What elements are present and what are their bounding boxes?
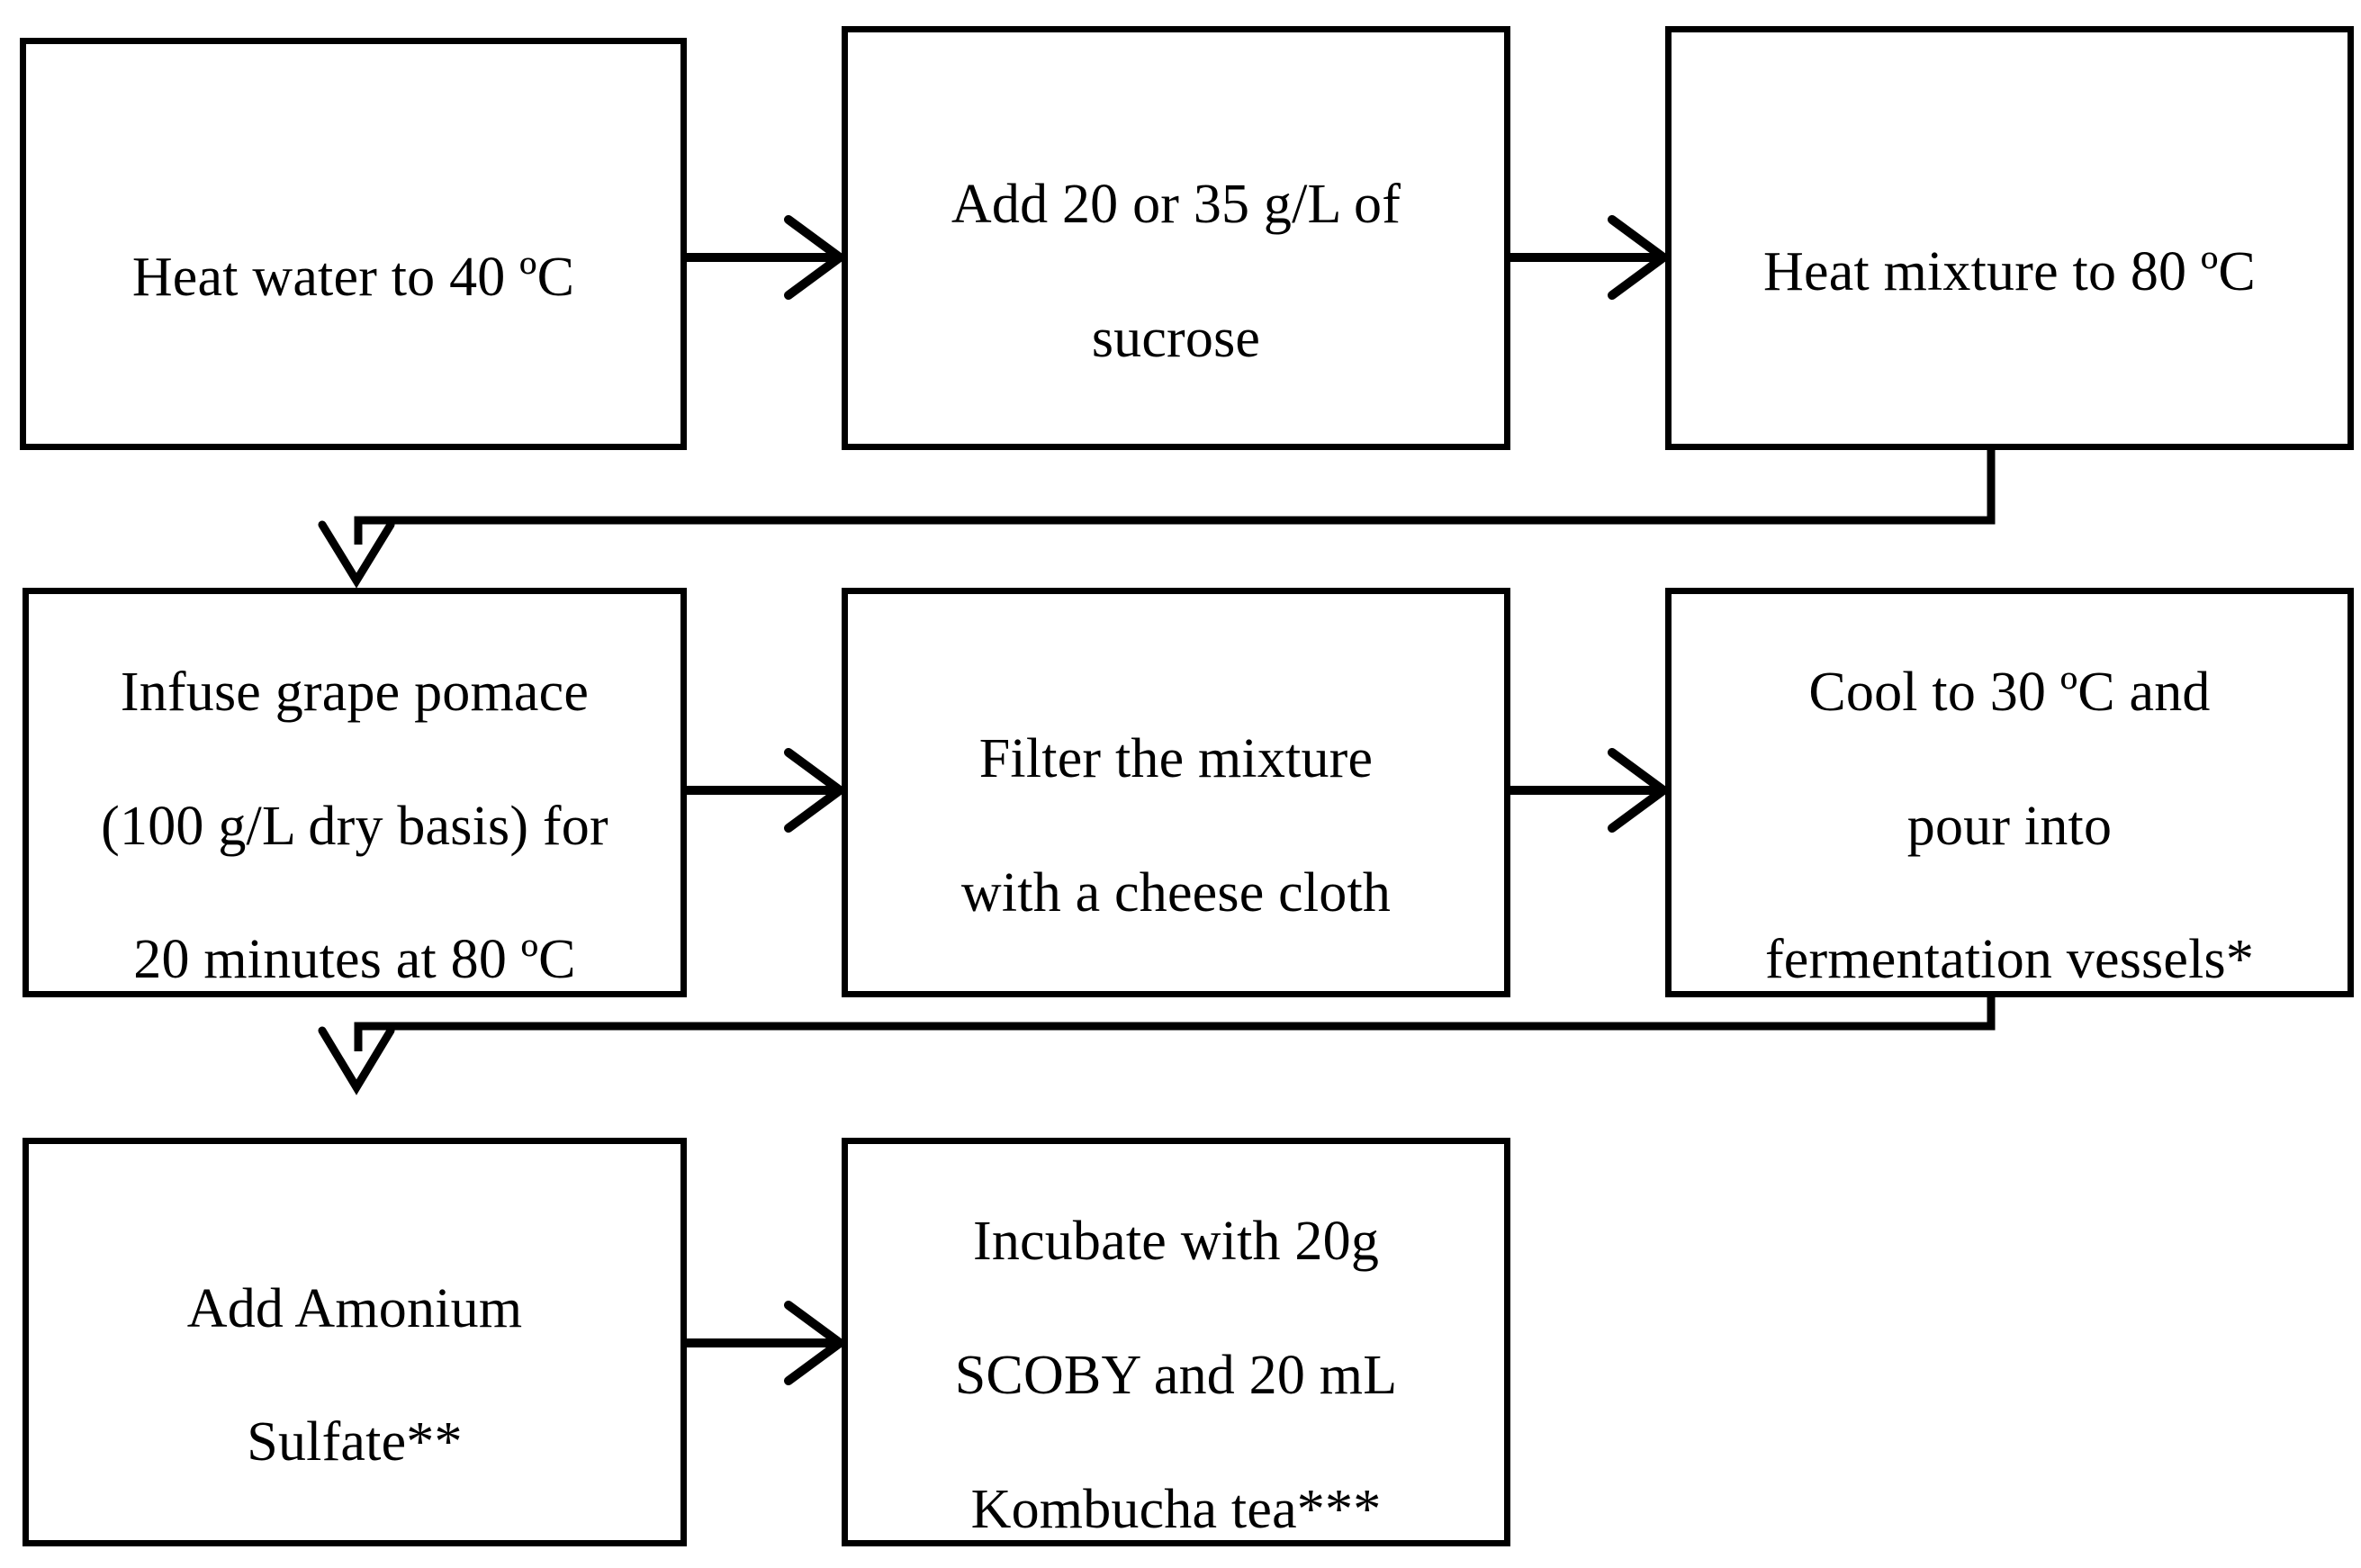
arrow-step-7-to-step-8: [687, 1298, 848, 1388]
process-box-step-5[interactable]: Filter the mixture with a cheese cloth: [842, 588, 1510, 997]
process-box-step-2-label: Add 20 or 35 g/L of sucrose: [951, 174, 1401, 369]
process-box-step-8[interactable]: Incubate with 20g SCOBY and 20 mL Kombuc…: [842, 1138, 1510, 1546]
process-box-step-3-label: Heat mixture to 80 ºC: [1763, 240, 2256, 302]
arrow-step-3-to-step-4: [297, 446, 2007, 594]
process-box-step-3[interactable]: Heat mixture to 80 ºC: [1665, 26, 2354, 450]
process-box-step-8-label: Incubate with 20g SCOBY and 20 mL Kombuc…: [954, 1211, 1398, 1540]
process-box-step-1-label: Heat water to 40 ºC: [131, 247, 575, 308]
arrow-step-2-to-step-3: [1510, 212, 1672, 302]
arrow-step-4-to-step-5: [687, 745, 848, 835]
arrow-step-5-to-step-6: [1510, 745, 1672, 835]
arrow-step-6-to-step-7: [297, 990, 2007, 1139]
process-box-step-1[interactable]: Heat water to 40 ºC: [20, 38, 687, 450]
process-box-step-2[interactable]: Add 20 or 35 g/L of sucrose: [842, 26, 1510, 450]
process-box-step-5-label: Filter the mixture with a cheese cloth: [960, 728, 1392, 924]
process-box-step-6[interactable]: Cool to 30 ºC and pour into fermentation…: [1665, 588, 2354, 997]
process-box-step-4-label: Infuse grape pomace (100 g/L dry basis) …: [101, 661, 608, 991]
process-box-step-4[interactable]: Infuse grape pomace (100 g/L dry basis) …: [23, 588, 687, 997]
arrow-step-1-to-step-2: [687, 212, 848, 302]
process-box-step-7[interactable]: Add Amonium Sulfate**: [23, 1138, 687, 1546]
process-box-step-7-label: Add Amonium Sulfate**: [186, 1277, 523, 1473]
process-box-step-6-label: Cool to 30 ºC and pour into fermentation…: [1764, 661, 2255, 991]
